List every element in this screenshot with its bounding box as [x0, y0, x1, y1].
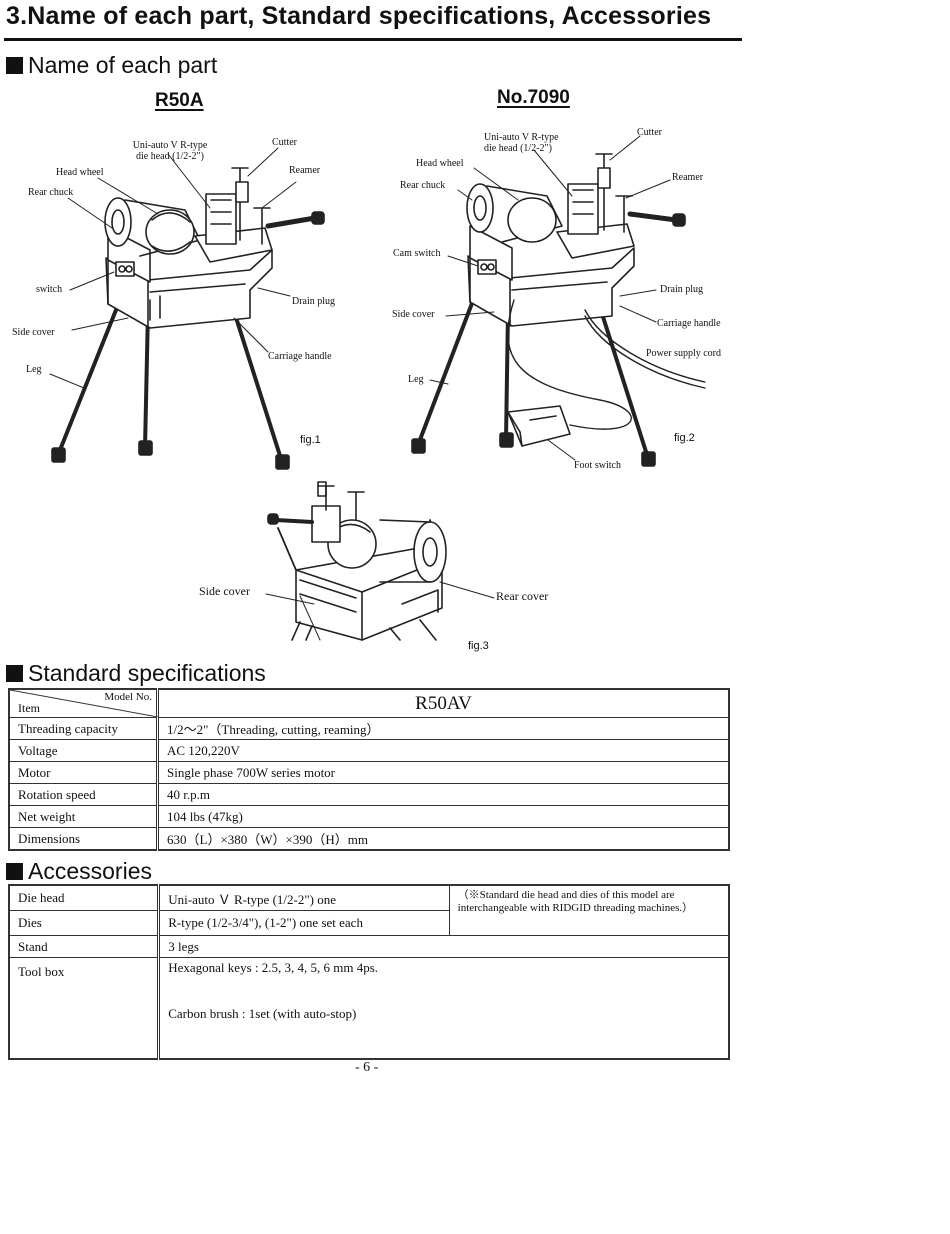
section-heading-accessories: Accessories: [6, 858, 152, 885]
fig3-drawing: [265, 481, 495, 641]
fig1-caption: fig.1: [300, 434, 321, 446]
title-rule: [4, 38, 742, 41]
fig2-drawing: [411, 135, 706, 467]
acc-note: （※Standard die head and dies of this mod…: [448, 884, 730, 936]
accessories-heading-text: Accessories: [28, 858, 152, 884]
fig2-label-cutter: Cutter: [637, 127, 662, 138]
square-bullet-icon: [6, 863, 23, 880]
model-label-7090: No.7090: [497, 87, 570, 108]
table-row: Dies R-type (1/2-3/4"), (1-2") one set e…: [8, 910, 729, 936]
section-heading-specs: Standard specifications: [6, 660, 266, 687]
fig2-label-rear-chuck: Rear chuck: [400, 180, 446, 191]
section-heading-parts: Name of each part: [6, 52, 217, 79]
fig3-caption: fig.3: [468, 640, 489, 652]
toolbox-line-1: Hexagonal keys : 2.5, 3, 4, 5, 6 mm 4ps.: [168, 960, 379, 975]
fig2-label-die-head: Uni-auto V R-type die head (1/2-2"): [484, 132, 559, 154]
fig2-label-reamer: Reamer: [672, 172, 704, 183]
page-title: 3.Name of each part, Standard specificat…: [6, 2, 712, 30]
spec-value: AC 120,220V: [157, 739, 730, 762]
spec-value: 104 lbs (47kg): [157, 805, 730, 828]
fig2-label-head-wheel: Head wheel: [416, 158, 464, 169]
table-row: Stand 3 legs: [8, 935, 730, 958]
fig1-label-drain-plug: Drain plug: [292, 296, 336, 307]
spec-item: Rotation speed: [8, 783, 159, 806]
fig1-label-switch: switch: [36, 284, 63, 295]
acc-value: 3 legs: [158, 935, 730, 958]
square-bullet-icon: [6, 665, 23, 682]
spec-value: Single phase 700W series motor: [157, 761, 730, 784]
header-model-no: Model No.: [104, 691, 152, 703]
parts-heading-text: Name of each part: [28, 52, 218, 78]
specs-heading-text: Standard specifications: [28, 660, 266, 686]
table-row: Tool box Hexagonal keys : 2.5, 3, 4, 5, …: [8, 957, 730, 1060]
model-label-r50a: R50A: [155, 90, 204, 111]
acc-item: Die head: [8, 884, 161, 911]
fig2-label-power-cord: Power supply cord: [646, 348, 721, 359]
fig1-label-die-head: Uni-auto V R-type die head (1/2-2"): [132, 140, 208, 162]
diagonal-divider: [10, 690, 158, 717]
fig2-caption: fig.2: [674, 432, 695, 444]
acc-item: Stand: [8, 935, 161, 958]
table-row: Die head Uni-auto Ｖ R-type (1/2-2") one …: [8, 884, 730, 936]
acc-value: Uni-auto Ｖ R-type (1/2-2") one: [158, 884, 450, 911]
spec-item: Net weight: [8, 805, 159, 828]
acc-item: Tool box: [8, 957, 161, 1060]
fig1-drawing: [49, 147, 325, 470]
fig1-label-head-wheel: Head wheel: [56, 167, 104, 178]
accessories-table: Die head Uni-auto Ｖ R-type (1/2-2") one …: [8, 884, 730, 1060]
spec-item: Motor: [8, 761, 159, 784]
fig1-label-carriage-handle: Carriage handle: [268, 351, 332, 362]
fig2-label-carriage-handle: Carriage handle: [657, 318, 721, 329]
fig1-label-side-cover: Side cover: [12, 327, 55, 338]
square-bullet-icon: [6, 57, 23, 74]
spec-header-row: Model No. Item R50AV: [8, 688, 730, 718]
spec-value: 1/2～2"（Threading, cutting, reaming）: [157, 717, 730, 740]
fig2-label-leg: Leg: [408, 374, 424, 385]
fig3-label-rear-cover: Rear cover: [496, 589, 549, 603]
fig3-label-side-cover: Side cover: [199, 584, 250, 598]
fig2-label-side-cover: Side cover: [392, 309, 435, 320]
acc-item: Dies: [8, 910, 161, 936]
fig2-label-drain-plug: Drain plug: [660, 284, 704, 295]
fig1-label-cutter: Cutter: [272, 137, 297, 148]
fig1-label-rear-chuck: Rear chuck: [28, 187, 74, 198]
spec-item: Dimensions: [8, 827, 159, 851]
spec-item: Threading capacity: [8, 717, 159, 740]
spec-model-name: R50AV: [157, 688, 730, 718]
fig1-label-reamer: Reamer: [289, 165, 321, 176]
spec-value: 40 r.p.m: [157, 783, 730, 806]
fig1-label-leg: Leg: [26, 364, 42, 375]
spec-item: Voltage: [8, 739, 159, 762]
toolbox-line-2: Carbon brush : 1set (with auto-stop): [168, 1006, 357, 1021]
page-number: - 6 -: [355, 1060, 379, 1075]
spec-header-corner: Model No. Item: [8, 688, 159, 718]
acc-toolbox-value: Hexagonal keys : 2.5, 3, 4, 5, 6 mm 4ps.…: [158, 957, 730, 1060]
machine-illustrations: [49, 135, 706, 641]
fig2-label-foot-switch: Foot switch: [574, 460, 621, 471]
acc-value: R-type (1/2-3/4"), (1-2") one set each: [158, 910, 450, 936]
header-item: Item: [18, 701, 40, 715]
fig2-label-cam-switch: Cam switch: [393, 248, 441, 259]
spec-value: 630（L）×380（W）×390（H）mm: [157, 827, 730, 851]
